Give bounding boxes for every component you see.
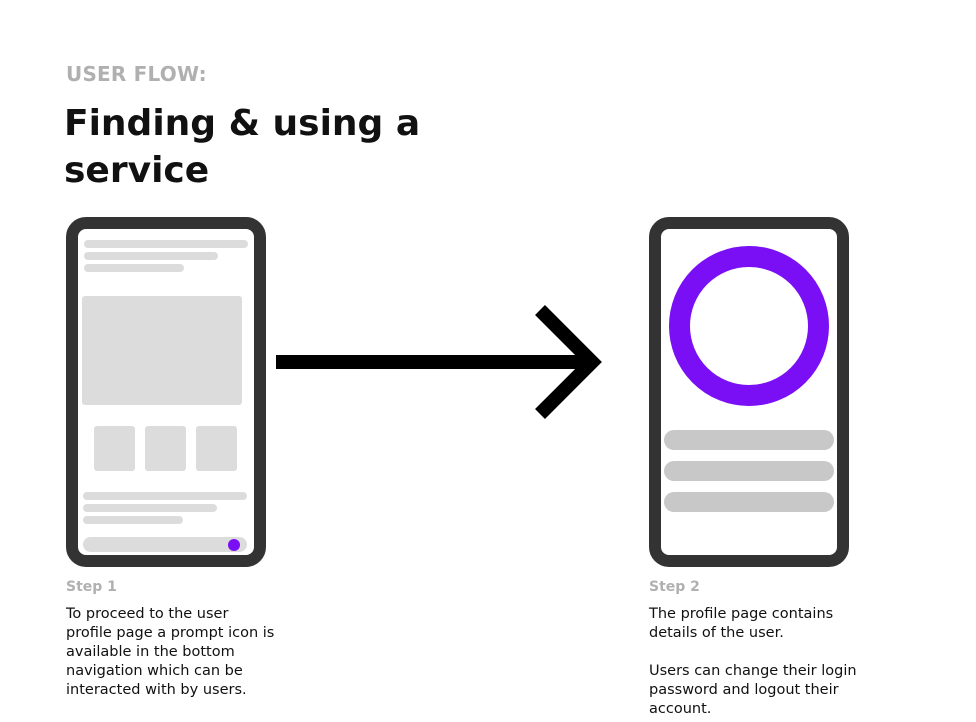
flow-label: USER FLOW: bbox=[66, 62, 207, 86]
step-2-description: The profile page contains details of the… bbox=[649, 606, 857, 717]
profile-detail-bar bbox=[664, 430, 834, 450]
profile-avatar-ring bbox=[669, 246, 829, 406]
step-2-label: Step 2 bbox=[649, 579, 700, 595]
text-line-placeholder bbox=[83, 516, 183, 524]
tile-placeholder bbox=[94, 426, 135, 471]
text-line-placeholder bbox=[83, 504, 217, 512]
step-1-description: To proceed to the user profile page a pr… bbox=[66, 606, 275, 698]
page-title: Finding & using a service bbox=[64, 103, 421, 191]
step-1-label: Step 1 bbox=[66, 579, 117, 595]
phone-mockup-step-1 bbox=[66, 217, 266, 567]
tile-placeholder bbox=[196, 426, 237, 471]
profile-detail-bar bbox=[664, 492, 834, 512]
text-line-placeholder bbox=[84, 252, 218, 260]
text-line-placeholder bbox=[84, 240, 248, 248]
text-line-placeholder bbox=[84, 264, 184, 272]
profile-detail-bar bbox=[664, 461, 834, 481]
phone-mockup-step-2 bbox=[649, 217, 849, 567]
tile-placeholder bbox=[145, 426, 186, 471]
text-line-placeholder bbox=[83, 492, 247, 500]
image-placeholder bbox=[82, 296, 242, 405]
profile-prompt-icon bbox=[228, 539, 240, 551]
bottom-navigation-bar bbox=[83, 537, 247, 552]
flow-arrow-icon bbox=[276, 305, 602, 419]
